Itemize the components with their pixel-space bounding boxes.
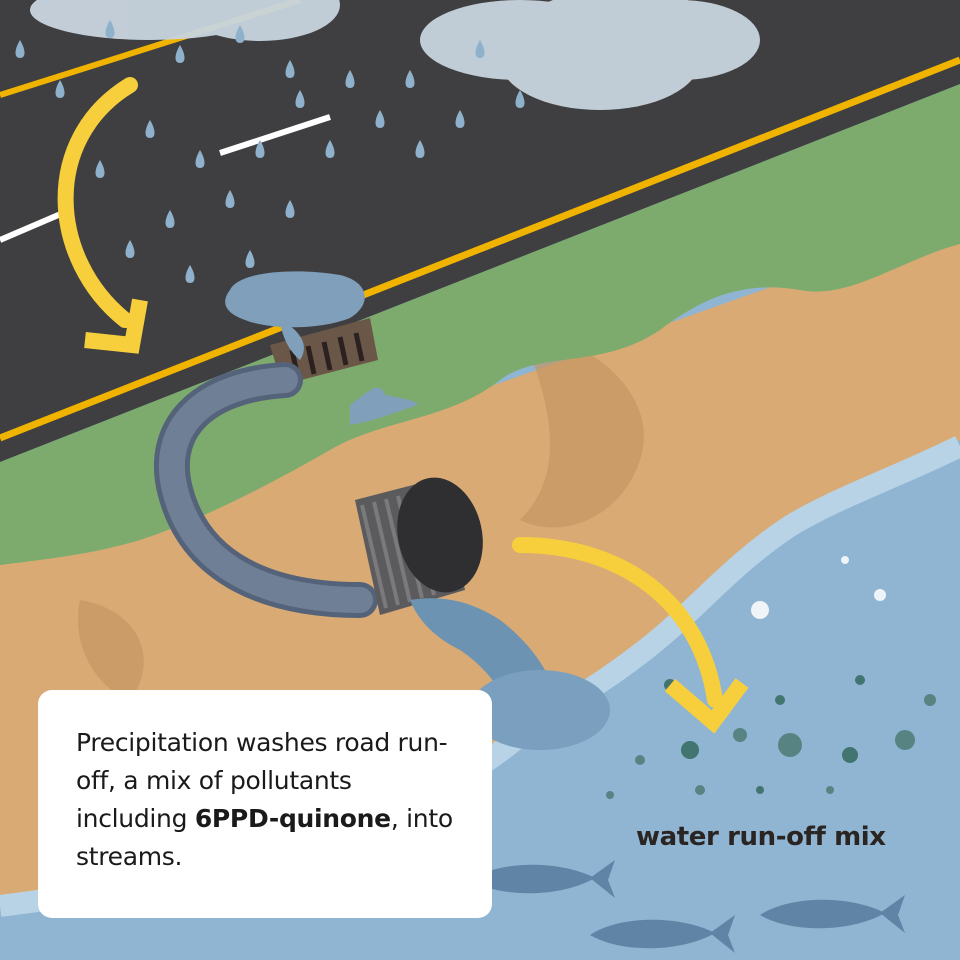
raindrop-icon (245, 250, 255, 268)
caption-emphasis: 6PPD-quinone (194, 804, 391, 833)
raindrop-icon (105, 20, 115, 38)
pollutant-particle (681, 741, 699, 759)
lane-dash (0, 207, 72, 243)
fish-icon (760, 895, 905, 933)
raindrop-icon (515, 90, 525, 108)
raindrop-icon (175, 45, 185, 63)
raindrop-icon (125, 240, 135, 258)
pipe-body (158, 367, 373, 613)
lane-dash (219, 114, 331, 156)
caption-box: Precipitation washes road run-off, a mix… (38, 690, 492, 918)
pollutant-particle (775, 695, 785, 705)
pollutant-particle (826, 786, 834, 794)
sand-shadow (78, 330, 644, 700)
road-edge-line (0, 56, 960, 442)
raindrop-icon (225, 190, 235, 208)
arrow-icon (512, 537, 749, 734)
pollutant-particle (606, 791, 614, 799)
raindrop-icon (295, 90, 305, 108)
pollutant-particle (842, 747, 858, 763)
fish-group (470, 860, 905, 953)
pollutant-particle (751, 601, 769, 619)
fish-icon (470, 860, 615, 898)
raindrop-icon (405, 70, 415, 88)
raindrop-icon (325, 140, 335, 158)
raindrop-icon (165, 210, 175, 228)
raindrop-icon (55, 80, 65, 98)
puddle (225, 271, 365, 328)
pollutant-particles (606, 556, 936, 799)
pollutant-particle (756, 786, 764, 794)
pollutant-particle (895, 730, 915, 750)
raindrop-icon (475, 40, 485, 58)
pollutant-particle (778, 733, 802, 757)
raindrop-icon (455, 110, 465, 128)
raindrop-icon (375, 110, 385, 128)
raindrop-icon (195, 150, 205, 168)
raindrop-icon (345, 70, 355, 88)
arrow-icon (57, 77, 148, 354)
pollutant-particle (874, 589, 886, 601)
raindrop-icon (95, 160, 105, 178)
cloud-icon (30, 0, 340, 41)
pollutant-particle (924, 694, 936, 706)
rain (15, 20, 525, 283)
fish-icon (590, 915, 735, 953)
grass-puddle (350, 387, 418, 425)
water-runoff-mix-label: water run-off mix (636, 822, 886, 852)
raindrop-icon (285, 60, 295, 78)
raindrop-icon (15, 40, 25, 58)
pollutant-particle (855, 675, 865, 685)
culvert-icon (355, 477, 483, 615)
pollutant-particle (733, 728, 747, 742)
raindrop-icon (285, 200, 295, 218)
grass-strip (0, 84, 960, 565)
raindrop-icon (255, 140, 265, 158)
pollutant-particle (635, 755, 645, 765)
caption-text: Precipitation washes road run-off, a mix… (76, 724, 458, 876)
raindrop-icon (235, 25, 245, 43)
raindrop-icon (185, 265, 195, 283)
pollutant-particle (841, 556, 849, 564)
raindrop-icon (415, 140, 425, 158)
puddle-pour (280, 320, 304, 360)
pollutant-particle (695, 785, 705, 795)
caption-text-end: , into streams. (76, 804, 453, 871)
raindrop-icon (145, 120, 155, 138)
cloud-icon (420, 0, 760, 110)
caption-text-start: Precipitation washes road run-off, a mix… (76, 728, 448, 833)
splash-pool (470, 670, 610, 750)
